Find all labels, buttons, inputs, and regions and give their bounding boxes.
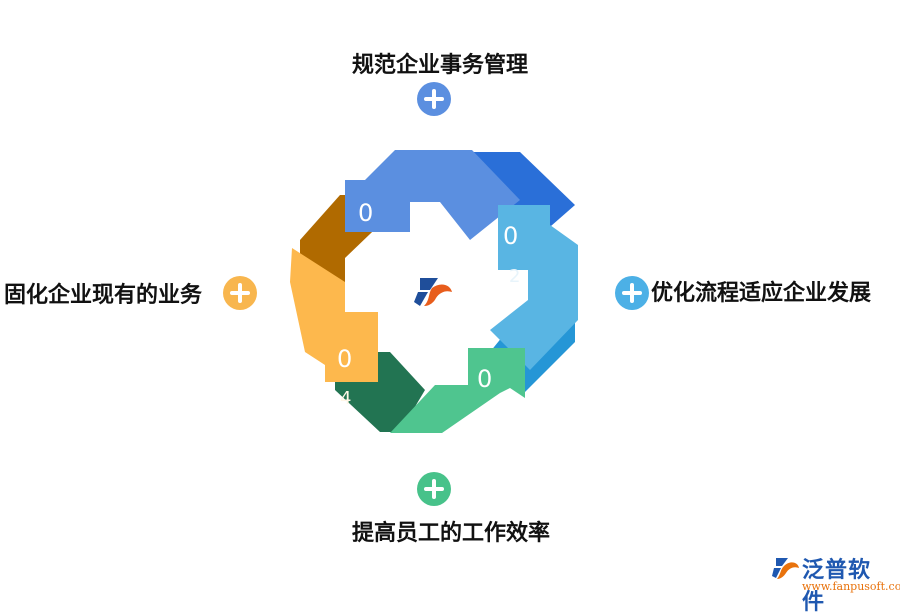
arrow-segment-4	[290, 248, 378, 382]
item-label-3: 提高员工的工作效率	[352, 521, 551, 546]
plus-circle-icon	[417, 472, 451, 506]
step-number-1: 0	[358, 199, 373, 227]
plus-circle-icon	[223, 276, 257, 310]
item-label-2: 优化流程适应企业发展	[651, 281, 872, 306]
cycle-ring: 0 1 0 2 0 3 0 4	[290, 150, 578, 435]
item-label-1: 规范企业事务管理	[352, 53, 529, 78]
step-number-2: 0	[503, 222, 518, 250]
brand-logo-icon	[772, 558, 799, 579]
step-number-4: 0	[337, 345, 352, 373]
brand-watermark: 泛普软件 www.fanpusoft.com	[772, 552, 900, 615]
arrow-segment-1	[345, 150, 520, 240]
plus-circle-icon	[417, 82, 451, 116]
brand-url: www.fanpusoft.com	[802, 580, 900, 593]
step-number-1-digit2: 1	[364, 243, 377, 267]
step-number-4-digit2: 4	[340, 388, 351, 409]
step-number-3-digit2: 3	[477, 410, 491, 435]
item-label-4: 固化企业现有的业务	[4, 283, 203, 308]
arrow-segment-3	[390, 348, 525, 433]
arrow-segment-2	[490, 205, 578, 370]
step-number-2-digit2: 2	[509, 266, 520, 287]
cycle-diagram: 0 1 0 2 0 3 0 4 规范企业事务管理 优化流程适应企业发展 提高员工…	[4, 53, 900, 615]
fanpu-logo-icon	[414, 278, 452, 306]
step-number-3: 0	[477, 365, 492, 393]
plus-circle-icon	[615, 276, 649, 310]
